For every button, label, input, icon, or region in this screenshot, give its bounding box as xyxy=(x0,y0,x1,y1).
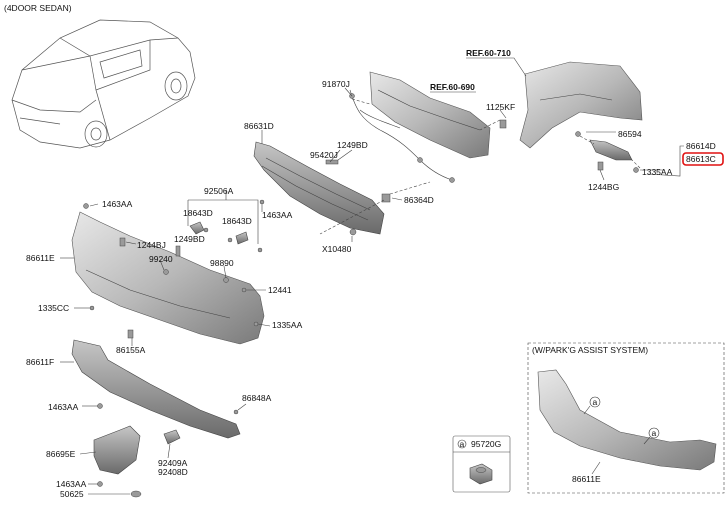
legend-callout-a: a xyxy=(460,439,465,449)
clip-95420j xyxy=(325,159,339,165)
bolt-1463aa-mid xyxy=(259,199,265,205)
label-1249bd-mid[interactable]: 1249BD xyxy=(174,234,205,244)
trunk-lid-ref xyxy=(369,71,491,159)
nut-x10480 xyxy=(349,228,357,236)
label-86594[interactable]: 86594 xyxy=(618,129,642,139)
label-1335aa-right[interactable]: 1335AA xyxy=(642,167,673,177)
label-92409a[interactable]: 92409A xyxy=(158,458,188,468)
label-86848a[interactable]: 86848A xyxy=(242,393,272,403)
part-86364d-icon xyxy=(381,193,391,203)
label-86611e-inset[interactable]: 86611E xyxy=(572,474,601,484)
inset-callout-a2: a xyxy=(652,428,657,438)
label-1463aa-bottom[interactable]: 1463AA xyxy=(56,479,87,489)
label-86611e[interactable]: 86611E xyxy=(26,253,55,263)
label-1335cc[interactable]: 1335CC xyxy=(38,303,69,313)
label-86631d[interactable]: 86631D xyxy=(244,121,274,131)
label-86695e[interactable]: 86695E xyxy=(46,449,76,459)
bolt-86155a xyxy=(127,329,134,339)
rear-bumper-cover xyxy=(71,211,265,345)
bolt-1244bj xyxy=(119,237,126,247)
label-95420j[interactable]: 95420J xyxy=(310,150,338,160)
label-1249bd-top[interactable]: 1249BD xyxy=(337,140,368,150)
label-50625[interactable]: 50625 xyxy=(60,489,84,499)
ref-60-710[interactable]: REF.60-710 xyxy=(466,48,511,58)
bolt-1249bd-mid xyxy=(175,245,181,257)
bolt-1463aa-left xyxy=(97,403,103,409)
parking-sensor-icon xyxy=(469,463,493,485)
sensor-legend-box: a 95720G xyxy=(452,435,511,493)
part-12441 xyxy=(241,287,247,293)
label-86364d[interactable]: 86364D xyxy=(404,195,434,205)
lamp-bracket-group xyxy=(187,199,263,253)
label-1463aa-top[interactable]: 1463AA xyxy=(102,199,133,209)
label-1463aa-mid[interactable]: 1463AA xyxy=(262,210,293,220)
label-18643d-b[interactable]: 18643D xyxy=(222,216,252,226)
bolt-1125kf xyxy=(499,119,507,129)
label-1463aa-left[interactable]: 1463AA xyxy=(48,402,79,412)
inset-title: (W/PARK'G ASSIST SYSTEM) xyxy=(532,345,648,355)
diagram-title: (4DOOR SEDAN) xyxy=(4,3,72,13)
label-99240[interactable]: 99240 xyxy=(149,254,173,264)
label-86611f[interactable]: 86611F xyxy=(26,357,54,367)
bumper-rail xyxy=(253,141,385,235)
under-cover xyxy=(93,425,141,475)
part-99240 xyxy=(163,269,169,275)
label-1244bg[interactable]: 1244BG xyxy=(588,182,619,192)
label-12441[interactable]: 12441 xyxy=(268,285,292,295)
car-illustration xyxy=(11,19,196,149)
label-86155a[interactable]: 86155A xyxy=(116,345,146,355)
inset-callout-a1: a xyxy=(593,397,598,407)
label-1244bj[interactable]: 1244BJ xyxy=(137,240,166,250)
highlight-86613c xyxy=(682,152,724,166)
label-92506a[interactable]: 92506A xyxy=(204,186,234,196)
label-18643d-a[interactable]: 18643D xyxy=(183,208,213,218)
bolt-1463aa-top xyxy=(83,203,89,209)
wiring-harness xyxy=(349,89,455,183)
clip-1335cc xyxy=(89,305,95,311)
label-92408d[interactable]: 92408D xyxy=(158,467,188,477)
ref-60-690[interactable]: REF.60-690 xyxy=(430,82,475,92)
label-86613c[interactable]: 86613C xyxy=(686,154,716,164)
label-1125kf[interactable]: 1125KF xyxy=(486,102,515,112)
label-95720g[interactable]: 95720G xyxy=(471,439,501,449)
label-x10480[interactable]: X10480 xyxy=(322,244,352,254)
part-98890 xyxy=(223,277,229,283)
label-1335aa-low[interactable]: 1335AA xyxy=(272,320,303,330)
label-91870j[interactable]: 91870J xyxy=(322,79,350,89)
label-98890[interactable]: 98890 xyxy=(210,258,234,268)
part-86848a-icon xyxy=(233,409,239,415)
part-92409a-icon xyxy=(163,429,181,445)
rear-body-ref xyxy=(519,61,643,149)
plug-50625 xyxy=(130,490,142,498)
bolt-1463aa-bottom xyxy=(97,481,103,487)
label-86614d[interactable]: 86614D xyxy=(686,141,716,151)
park-assist-inset: (W/PARK'G ASSIST SYSTEM) a a 86611E xyxy=(527,342,725,494)
lower-bumper-skirt xyxy=(71,339,241,439)
clip-1335aa-low xyxy=(253,321,259,327)
